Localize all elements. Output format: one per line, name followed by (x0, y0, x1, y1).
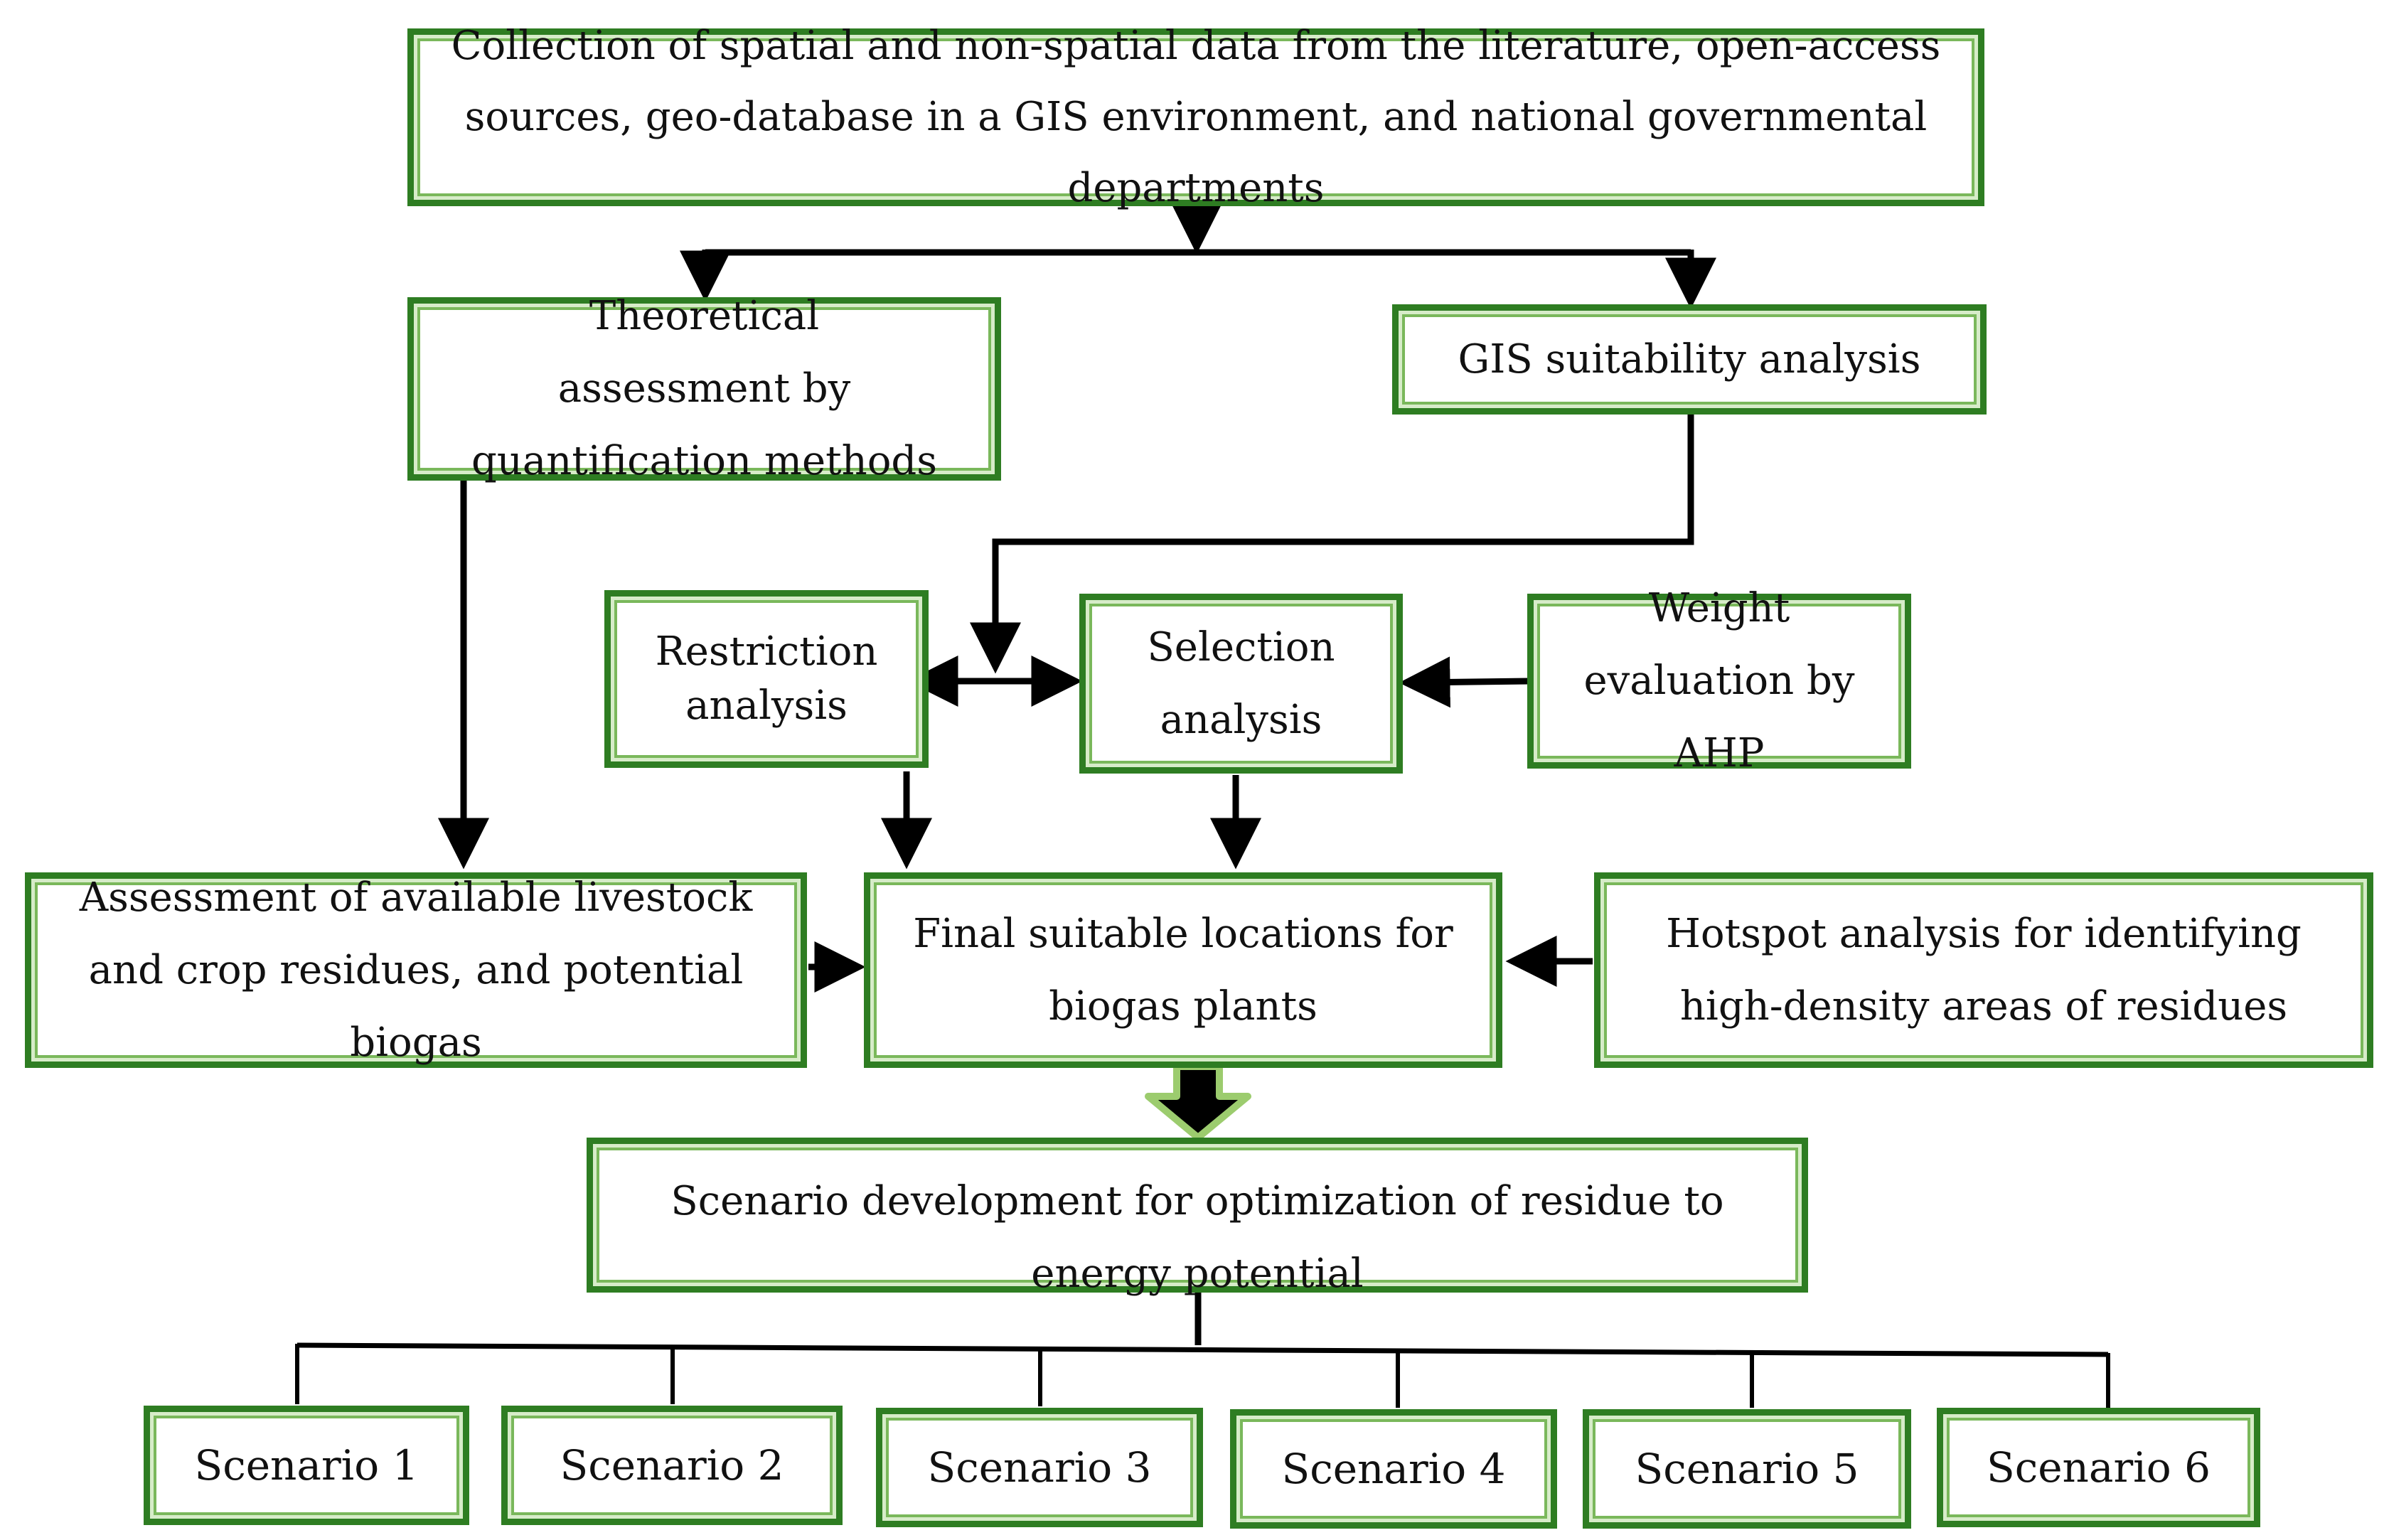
node-scenario-6: Scenario 6 (1937, 1408, 2260, 1527)
node-scenario-1: Scenario 1 (144, 1406, 469, 1525)
node-scenario-2: Scenario 2 (501, 1406, 843, 1525)
node-restriction-analysis: Restriction analysis (604, 590, 929, 768)
connector-scenarios-horizontal (296, 1342, 2109, 1357)
node-theoretical-assessment: Theoretical assessment by quantification… (407, 293, 1001, 484)
node-data-collection: Collection of spatial and non-spatial da… (407, 23, 1984, 211)
node-gis-suitability: GIS suitability analysis (1392, 304, 1987, 415)
node-scenario-3: Scenario 3 (876, 1408, 1203, 1527)
node-scenario-5: Scenario 5 (1583, 1409, 1911, 1529)
node-weight-evaluation: Weight evaluation by AHP (1527, 585, 1911, 776)
node-scenario-4: Scenario 4 (1230, 1409, 1557, 1529)
connector-weight-to-selection (1399, 656, 1529, 708)
node-residue-assessment: Assessment of available livestock and cr… (25, 872, 807, 1068)
block-arrow-final-to-scenario-dev (1145, 1063, 1251, 1141)
node-final-locations: Final suitable locations for biogas plan… (864, 872, 1502, 1068)
node-hotspot-analysis: Hotspot analysis for identifying high-de… (1594, 872, 2373, 1068)
node-scenario-development: Scenario development for optimization of… (587, 1138, 1808, 1297)
connector-gis-to-analysis (970, 412, 1694, 674)
node-selection-analysis: Selection analysis (1079, 594, 1403, 774)
